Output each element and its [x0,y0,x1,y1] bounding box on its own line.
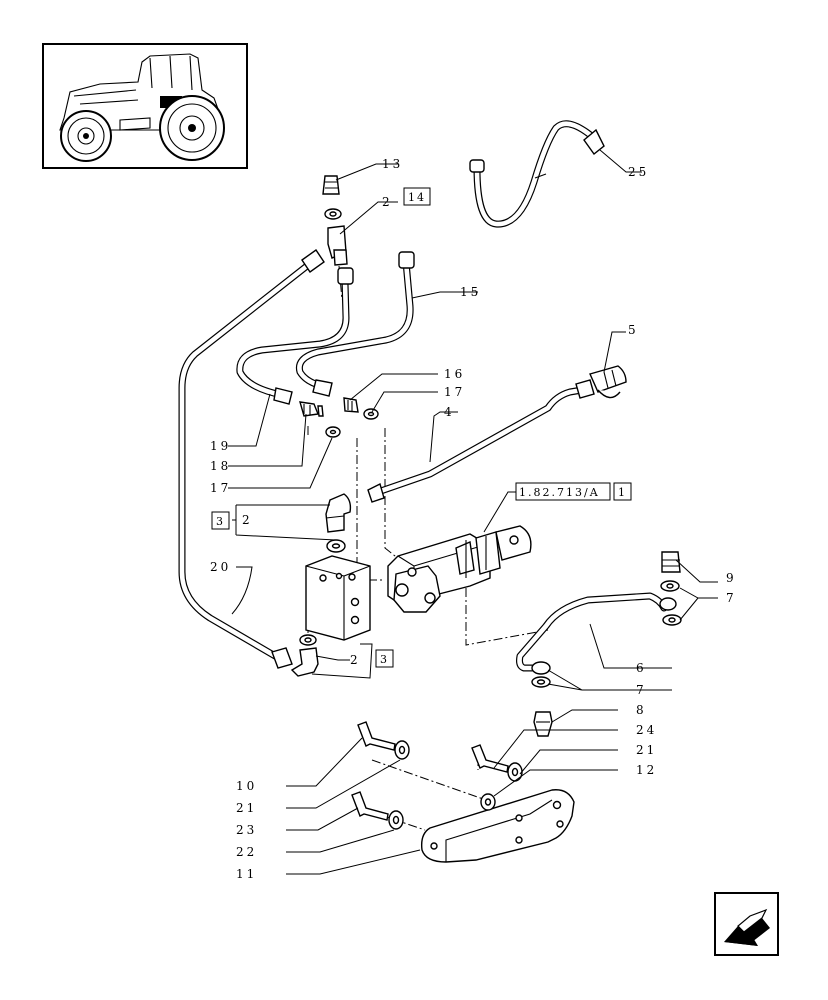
callout-5: 5 [628,323,639,337]
callout-2-top: 2 [382,195,393,209]
bracket-11 [420,789,575,863]
callout-15: 15 [460,285,481,299]
callout-1: 1 [618,486,627,499]
back-arrow-icon[interactable] [714,892,779,956]
bottom-elbow [290,634,319,677]
pipe-19 [236,267,354,405]
callout-24: 24 [636,723,657,737]
callout-9: 9 [726,571,737,585]
callout-13: 13 [382,157,403,171]
fitting-13-assembly [322,175,348,266]
callout-6: 6 [636,661,647,675]
valve-assembly [387,525,532,613]
ref-box-14 [403,187,431,206]
ref-box-3-bottom [375,649,394,668]
fittings-16-17-18 [299,397,379,438]
callout-16: 16 [444,367,465,381]
callout-20: 20 [210,560,231,574]
callout-17-upper: 17 [444,385,465,399]
bolt-8 [533,711,553,737]
callout-22: 22 [236,845,257,859]
pipe-20 [178,249,325,669]
fittings-9-7 [660,551,682,626]
bolts-10-23-24 [351,721,523,830]
fitting-5 [589,365,627,399]
callout-17-lower: 17 [210,481,231,495]
pipe-15 [295,251,415,397]
callout-8: 8 [636,703,647,717]
tractor-thumbnail-icon [42,43,248,169]
pipe-6 [516,592,677,688]
ref-box-1 [613,482,632,501]
callout-2-mid: 2 [242,513,253,527]
hose-25 [469,120,605,228]
callout-10: 10 [236,779,257,793]
callout-7-right: 7 [726,591,737,605]
callout-25: 25 [628,165,649,179]
pipe-4 [367,379,595,503]
callout-3-bottom: 3 [380,653,389,666]
callout-labels: 13 2 14 15 25 5 16 17 4 19 18 17 1.82.71… [210,157,737,881]
callout-18: 18 [210,459,231,473]
callout-4: 4 [444,405,455,419]
callout-1.82.713/A: 1.82.713/A [519,486,600,499]
manifold-block [305,555,371,641]
elbow-fitting [325,493,352,553]
callout-19: 19 [210,439,231,453]
callout-21-left: 21 [236,801,257,815]
leader-lines [228,149,718,875]
ref-box-3-left [211,511,230,530]
callout-14: 14 [408,191,426,204]
callout-21-right: 21 [636,743,657,757]
callout-11: 11 [236,867,257,881]
callout-12: 12 [636,763,657,777]
callout-2-bottom: 2 [350,653,361,667]
ref-box-1.82.713/A [515,482,611,501]
callout-7-lower: 7 [636,683,647,697]
callout-3-left: 3 [216,515,225,528]
callout-23: 23 [236,823,257,837]
